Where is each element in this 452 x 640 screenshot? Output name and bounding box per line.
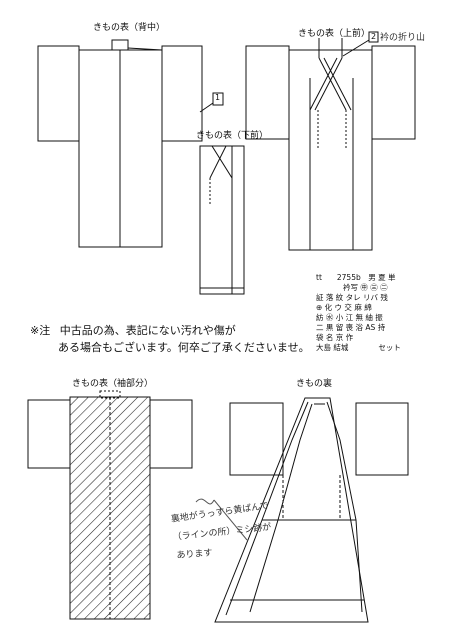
front-body [288,49,373,251]
code-row-8: 大島 結城 セット [316,343,401,352]
front-lapel-b [314,57,343,111]
back-mark-number: 1 [215,93,221,102]
label-sleeve: きもの表（袖部分） [72,379,154,389]
lining-right-sleeve [355,402,409,476]
kimono-front-upper-diagram [245,31,416,251]
lower-lapel-a [211,145,233,179]
lining-left-edge-1 [225,401,309,616]
front-lapel-a [318,57,347,111]
front-mark-number: 2 [371,32,377,41]
disclaimer-mark: ※注 [30,324,51,337]
code-row-4: ⊕ 化 ウ 交 麻 綿 [316,303,372,312]
back-mark-box [212,92,224,106]
code-row-6: 二 黒 留 喪 浴 AS 持 [316,323,386,332]
lower-front-panel [199,145,245,295]
back-right-sleeve [161,45,203,142]
lining-right-edge-1 [326,401,363,613]
sleeve-left [27,399,71,469]
front-lapel-c [323,57,352,111]
sleeve-right [149,399,193,469]
lining-left-edge-2 [249,403,313,613]
back-shoulder-line [127,47,163,51]
front-left-sleeve [245,45,290,140]
lining-pointer-line [213,499,248,541]
label-lining: きもの裏 [296,379,333,389]
sleeve-collar [99,390,121,399]
disclaimer-note: ※注 中古品の為、表記にない汚れや傷が ある場合もございます。何卒ご了承ください… [30,322,310,356]
disclaimer-text-2: ある場合もございます。何卒ご了承くださいませ。 [58,341,310,354]
disclaimer-line-1: ※注 中古品の為、表記にない汚れや傷が [30,322,310,339]
handwritten-lining-line3: あります [176,548,213,561]
kimono-front-lower-diagram [199,145,245,295]
kimono-sleeve-diagram [27,390,193,620]
label-back: きもの表（背中） [93,23,166,33]
code-row-2: 衿写 ㊥ ㊂ ㊁ [343,283,388,292]
front-mark-box [368,31,379,43]
back-left-sleeve [37,45,80,142]
handwritten-collar-fold: 衿の折り山 [380,33,426,43]
code-row-5: 紡 ㊌ 小 江 無 紬 振 [316,313,383,322]
kimono-back-diagram [37,39,224,248]
label-front-upper: きもの表（上前） [298,29,371,39]
front-mark-pointer [342,39,370,57]
lining-pointer-scribble [195,498,215,505]
lining-left-sleeve [229,402,284,476]
code-row-7: 袋 名 京 作 [316,333,354,342]
disclaimer-text-1: 中古品の為、表記にない汚れや傷が [59,324,236,337]
label-front-lower: きもの表（下前） [196,131,269,141]
back-collar [111,39,129,51]
lower-lapel-b [209,145,227,179]
code-row-1: tt 2755b 男 夏 単 [316,273,396,282]
code-row-3: 証 落 紋 タレ リバ 残 [316,293,388,302]
front-lapel-d [309,57,338,111]
lining-body-outline [214,397,369,623]
kimono-lining-diagram [195,397,409,623]
back-mark-pointer [199,102,214,113]
front-right-sleeve [371,45,416,140]
